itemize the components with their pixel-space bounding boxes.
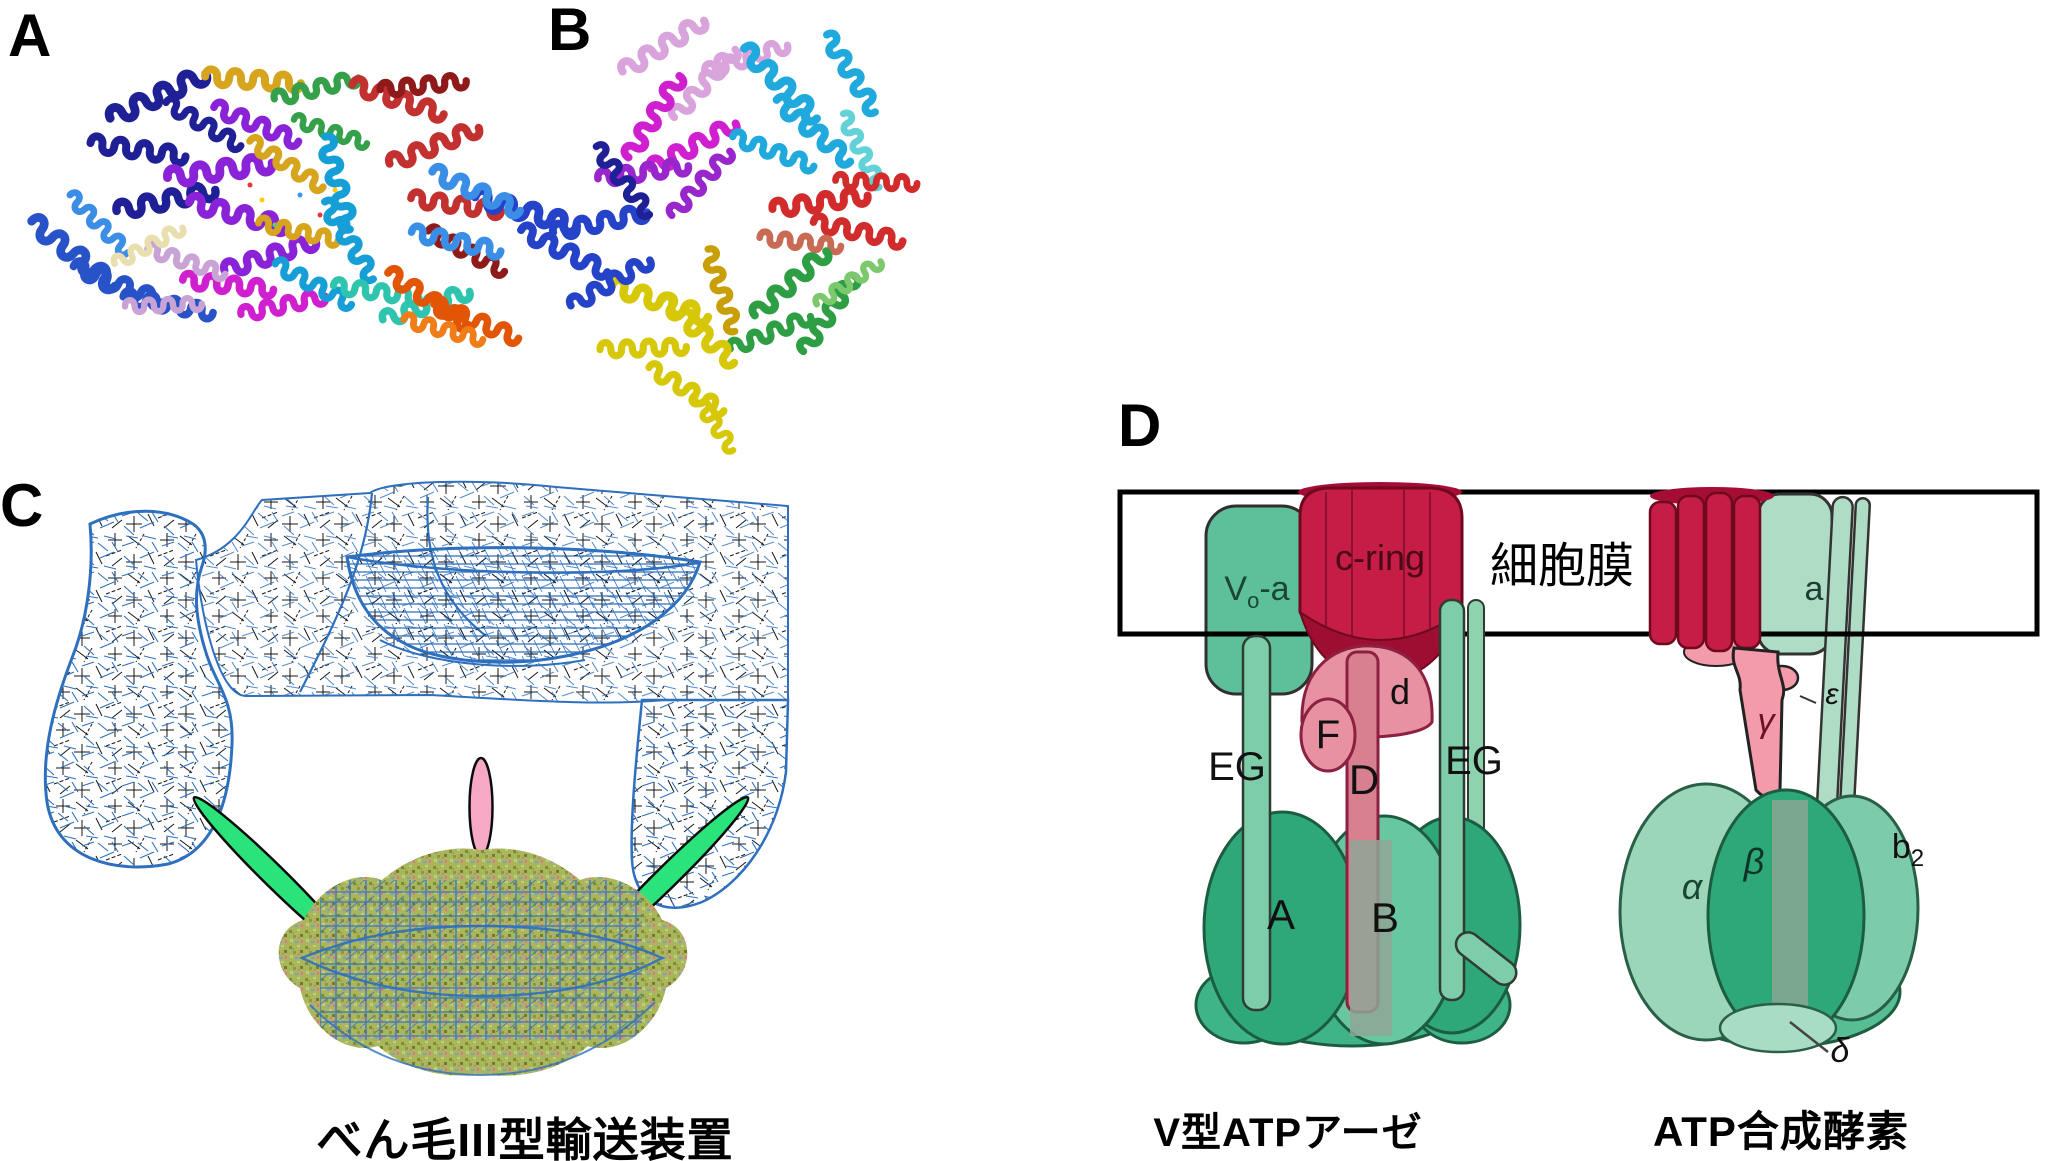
epsilon-tick [1799,695,1817,704]
d-stalk-label: D [1349,756,1379,803]
delta-label: δ [1831,1032,1851,1070]
c-ring-bars [1648,491,1762,653]
f-subunit [1299,697,1357,773]
delta-subunit [1718,1002,1838,1054]
epsilon-label: ε [1825,678,1839,711]
eg-stalk-left [1241,634,1272,1012]
panel-c-caption: べん毛III型輸送装置 [316,1114,734,1161]
eg-left-label: EG [1208,745,1266,789]
d-small-label: d [1390,671,1410,712]
c-ring-label: c-ring [1335,537,1425,578]
panel-a-ribbon-structure [27,66,522,346]
panel-a-ligand-dots [247,182,338,228]
central-shadow-band [1350,840,1392,1036]
panel-d-schematics: Vo-a c-ring 細胞膜 d F D EG EG A B a ε γ α … [1117,482,2040,1070]
v-atpase-caption: V型ATPアーゼ [1153,1111,1423,1155]
central-shadow-band [1772,800,1808,1024]
membrane-mesh [43,480,790,910]
a-small-label: a [1805,570,1824,608]
b2-label: b2 [1892,828,1924,872]
panel-c-em-density-map [43,480,790,1077]
panel-c-letter: C [0,472,44,539]
eg-stalk-right [1438,598,1466,1002]
gamma-label: γ [1758,702,1777,740]
v-atpase-diagram-front [1194,482,1522,1048]
atp-synthase-caption: ATP合成酵素 [1653,1108,1909,1155]
f-label: F [1316,713,1340,757]
alpha-label: α [1682,866,1704,907]
eg-foot-bend [1454,931,1518,986]
membrane-label: 細胞膜 [1490,540,1634,593]
atp-synthase-front [1618,487,1920,1054]
v0-a-label: Vo-a [1224,570,1289,613]
delta-pointer-line [1789,1021,1829,1053]
panel-d-letter: D [1118,392,1162,459]
panel-b-ribbon-structure [410,14,917,453]
atomic-model-blob [278,848,688,1077]
panel-b-letter: B [548,0,592,63]
eg-right-label: EG [1445,739,1503,783]
beta-label: β [1743,841,1765,882]
panel-a-letter: A [8,2,52,69]
inverted-bowl-mesh [345,546,702,667]
b-big-label: B [1371,894,1399,941]
needle-rod-pink [468,756,494,858]
a-big-label: A [1267,891,1295,938]
